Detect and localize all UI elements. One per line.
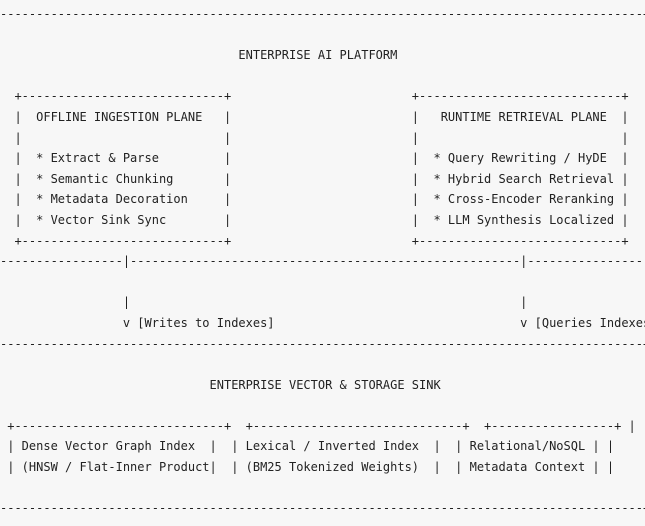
planes-item-2: | * Semantic Chunking | | * Hybrid Searc… xyxy=(0,171,645,186)
planes-item-1: | * Extract & Parse | | * Query Rewritin… xyxy=(0,151,645,166)
ascii-architecture-diagram: ----------------------------------------… xyxy=(0,4,645,519)
planes-top-border: +----------------------------+ +--------… xyxy=(0,89,645,104)
platform-title: ENTERPRISE AI PLATFORM | xyxy=(0,48,645,63)
blank-line xyxy=(0,272,645,293)
connector-arrows: v [Writes to Indexes] v [Queries Indexes… xyxy=(0,315,645,330)
sink-bottom-border: ----------------------------------------… xyxy=(0,501,645,516)
indexes-top-border: +-----------------------------+ +-------… xyxy=(0,418,636,433)
blank-line xyxy=(0,25,645,46)
indexes-row-2: | (HNSW / Flat-Inner Product| | (BM25 To… xyxy=(0,460,615,475)
planes-item-4: | * Vector Sink Sync | | * LLM Synthesis… xyxy=(0,212,645,227)
sink-top-border: ----------------------------------------… xyxy=(0,336,645,351)
platform-bottom-border: -----------------|----------------------… xyxy=(0,254,645,269)
blank-line xyxy=(0,354,645,375)
planes-bottom-border: +----------------------------+ +--------… xyxy=(0,233,645,248)
planes-item-3: | * Metadata Decoration | | * Cross-Enco… xyxy=(0,192,645,207)
sink-spacer: | xyxy=(0,398,645,413)
indexes-row-1: | Dense Vector Graph Index | | Lexical /… xyxy=(0,439,615,454)
sink-title: ENTERPRISE VECTOR & STORAGE SINK | xyxy=(0,377,645,392)
planes-spacer: | | | | | xyxy=(0,130,645,145)
top-border: ----------------------------------------… xyxy=(0,7,645,21)
blank-line xyxy=(0,478,645,499)
platform-spacer: | xyxy=(0,68,645,83)
connector-line: | | xyxy=(0,295,528,310)
planes-headers: | OFFLINE INGESTION PLANE | | RUNTIME RE… xyxy=(0,109,645,124)
